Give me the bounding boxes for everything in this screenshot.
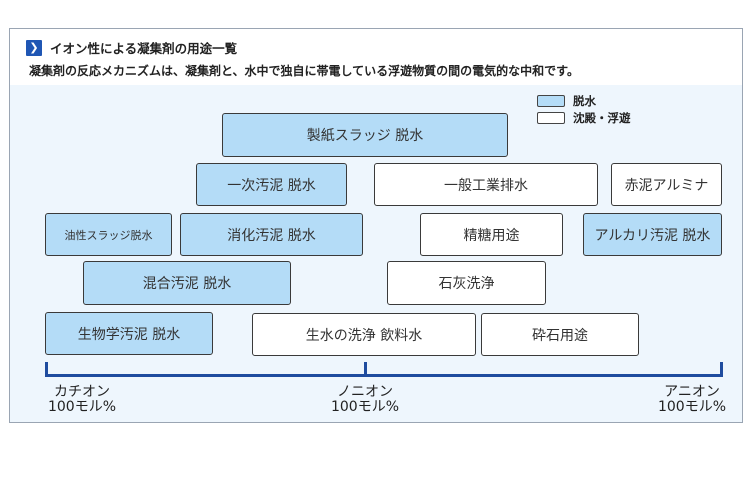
diagram-panel: ❯ イオン性による凝集剤の用途一覧 凝集剤の反応メカニズムは、凝集剤と、水中で独…: [9, 28, 743, 423]
box-biological-sludge: 生物学汚泥 脱水: [45, 312, 213, 355]
legend-swatch-white: [537, 111, 565, 124]
axis-tick-right: [720, 362, 723, 377]
axis-tick-left: [45, 362, 48, 377]
axis-label-nonion-value: 100モル%: [330, 399, 400, 415]
axis-label-anion: アニオン 100モル%: [652, 385, 732, 415]
axis-label-anion-value: 100モル%: [657, 399, 727, 415]
box-primary-sludge: 一次汚泥 脱水: [196, 163, 347, 206]
axis-label-cation-name: カチオン: [54, 384, 110, 400]
box-oily-sludge: 油性スラッジ脱水: [45, 213, 172, 256]
box-sugar-refining: 精糖用途: [420, 213, 563, 256]
legend: 脱水 沈殿・浮遊: [537, 92, 631, 126]
axis-label-cation: カチオン 100モル%: [42, 385, 122, 415]
box-raw-water-washing: 生水の洗浄 飲料水: [252, 313, 476, 356]
axis-label-anion-name: アニオン: [664, 384, 720, 400]
box-paper-sludge: 製紙スラッジ 脱水: [222, 113, 508, 157]
axis-label-nonion: ノニオン 100モル%: [325, 385, 405, 415]
title-row: ❯ イオン性による凝集剤の用途一覧: [26, 38, 237, 57]
box-crushed-stone: 砕石用途: [481, 313, 639, 356]
legend-item-dehydration: 脱水: [537, 92, 631, 109]
box-general-industry: 一般工業排水: [374, 163, 598, 206]
ionicity-axis: [45, 374, 723, 377]
box-alkali-sludge: アルカリ汚泥 脱水: [583, 213, 722, 256]
page-subtitle: 凝集剤の反応メカニズムは、凝集剤と、水中で独自に帯電している浮遊物質の間の電気的…: [29, 64, 579, 78]
chevron-right-icon: ❯: [26, 39, 42, 56]
box-digested-sludge: 消化汚泥 脱水: [180, 213, 363, 256]
legend-label-dehydration: 脱水: [573, 93, 596, 108]
axis-label-cation-value: 100モル%: [47, 399, 117, 415]
axis-label-nonion-name: ノニオン: [337, 384, 393, 400]
header: ❯ イオン性による凝集剤の用途一覧 凝集剤の反応メカニズムは、凝集剤と、水中で独…: [10, 29, 742, 85]
legend-swatch-blue: [537, 94, 565, 107]
box-red-mud-alumina: 赤泥アルミナ: [611, 163, 722, 206]
legend-item-sedimentation: 沈殿・浮遊: [537, 109, 631, 126]
axis-tick-center: [364, 362, 367, 377]
box-mixed-sludge: 混合汚泥 脱水: [83, 261, 291, 305]
page-title: イオン性による凝集剤の用途一覧: [50, 41, 238, 56]
box-lime-washing: 石灰洗浄: [387, 261, 546, 305]
legend-label-sedimentation: 沈殿・浮遊: [573, 110, 631, 125]
